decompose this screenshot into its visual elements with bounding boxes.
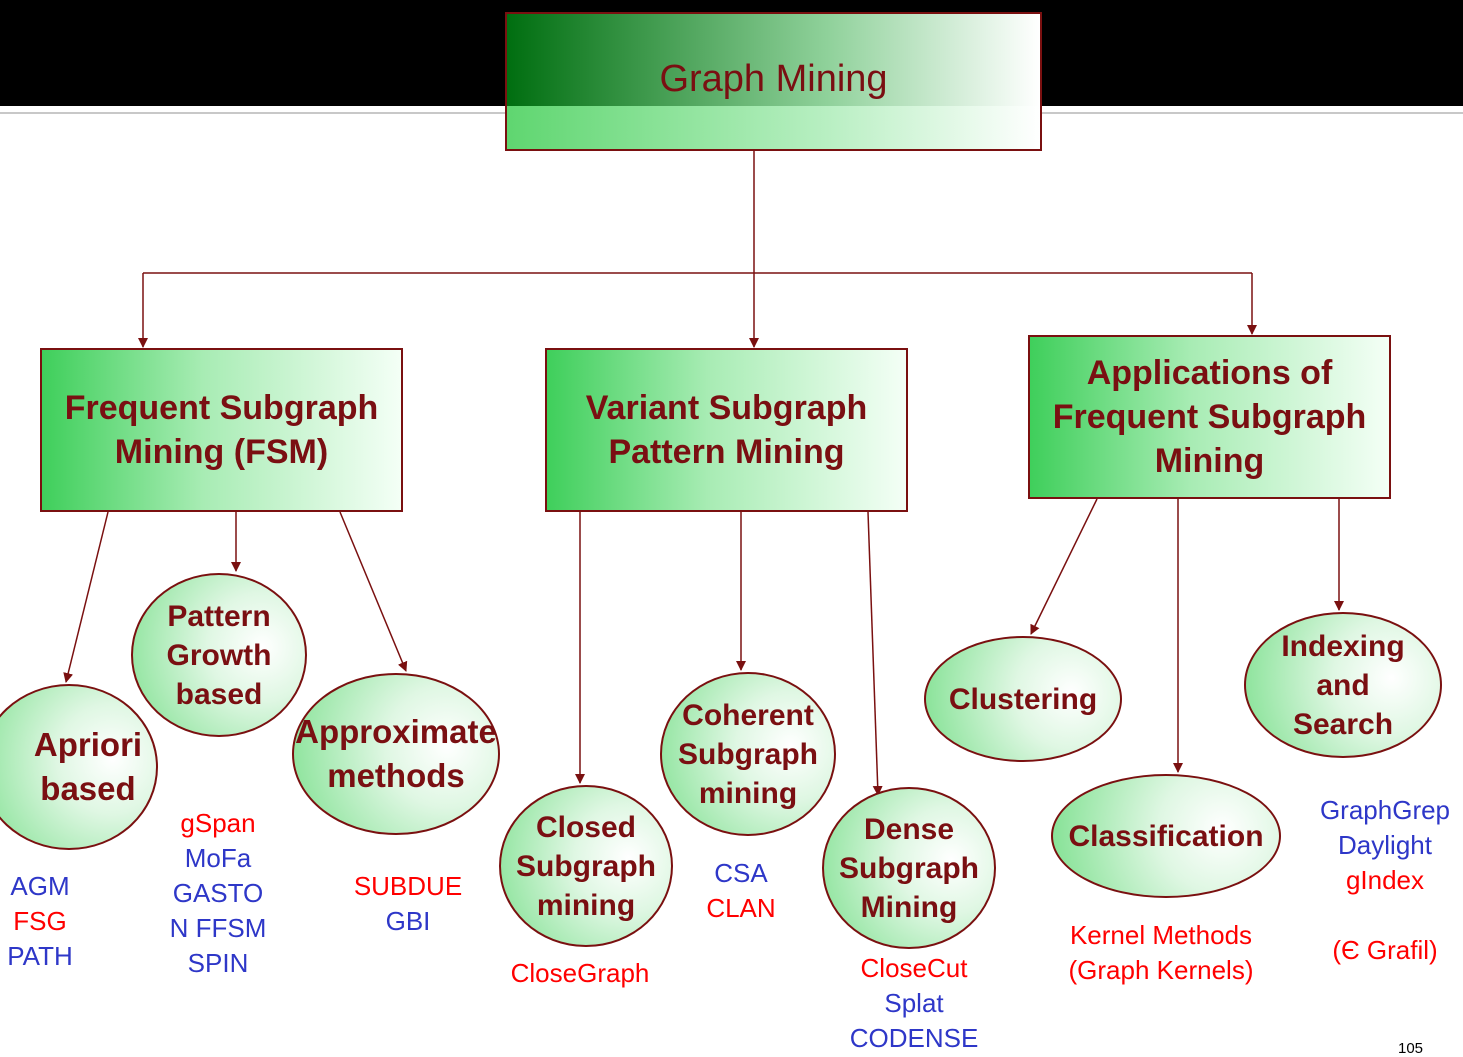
arrow-to-clustering — [1030, 498, 1098, 635]
closed-algorithms: CloseGraph — [490, 956, 670, 991]
algorithm-name: SUBDUE — [353, 871, 463, 901]
closed-node: Closed Subgraph mining — [499, 785, 673, 947]
variant-box: Variant Subgraph Pattern Mining — [545, 348, 908, 512]
algorithm-name: gSpan — [180, 808, 256, 838]
algorithm-name: Splat — [884, 988, 944, 1018]
root-box-lower-band — [507, 106, 1040, 149]
algorithm-name: FSG — [13, 906, 67, 936]
algorithm-name: AGM — [10, 871, 70, 901]
fsm-box: Frequent Subgraph Mining (FSM) — [40, 348, 403, 512]
algorithm-name: Kernel Methods — [1069, 920, 1253, 950]
approximate-node: Approximate methods — [292, 673, 500, 835]
coherent-node: Coherent Subgraph mining — [660, 672, 836, 836]
pattern-growth-node: Pattern Growth based — [131, 573, 307, 737]
root-title: Graph Mining — [659, 58, 888, 100]
algorithm-name: gIndex — [1345, 865, 1425, 895]
clustering-node: Clustering — [924, 636, 1122, 762]
algorithm-name: GBI — [385, 906, 431, 936]
algorithm-name: (Є Grafil) — [1332, 935, 1438, 965]
algorithm-name: GraphGrep — [1319, 795, 1451, 825]
indexing-node: Indexing and Search — [1244, 612, 1442, 758]
arrow-to-dense — [867, 511, 883, 796]
algorithm-name: CODENSE — [849, 1023, 979, 1053]
apriori-algorithms: AGM FSG PATH — [0, 869, 80, 974]
algorithm-name: GASTO — [172, 878, 264, 908]
algorithm-name: CLAN — [706, 893, 776, 923]
algorithm-name: N FFSM — [169, 913, 267, 943]
algorithm-name: CSA — [714, 858, 768, 888]
classification-algorithms: Kernel Methods (Graph Kernels) — [1050, 918, 1272, 988]
apriori-node: Apriori based — [0, 684, 158, 850]
applications-box: Applications of Frequent Subgraph Mining — [1028, 335, 1391, 499]
algorithm-name: Daylight — [1338, 830, 1432, 860]
page-number: 105 — [1398, 1040, 1424, 1057]
classification-node: Classification — [1051, 774, 1281, 898]
algorithm-name: PATH — [7, 941, 73, 971]
algorithm-name: MoFa — [184, 843, 252, 873]
arrow-to-apriori — [63, 511, 109, 683]
approximate-algorithms: SUBDUE GBI — [340, 869, 476, 939]
algorithm-name: (Graph Kernels) — [1068, 955, 1254, 985]
algorithm-name: CloseCut — [860, 953, 968, 983]
algorithm-name — [1305, 898, 1463, 933]
dense-node: Dense Subgraph Mining — [822, 787, 996, 949]
coherent-algorithms: CSA CLAN — [680, 856, 802, 926]
algorithm-name: SPIN — [187, 948, 249, 978]
algorithm-name: CloseGraph — [510, 958, 650, 988]
arrow-to-approximate — [339, 511, 408, 672]
